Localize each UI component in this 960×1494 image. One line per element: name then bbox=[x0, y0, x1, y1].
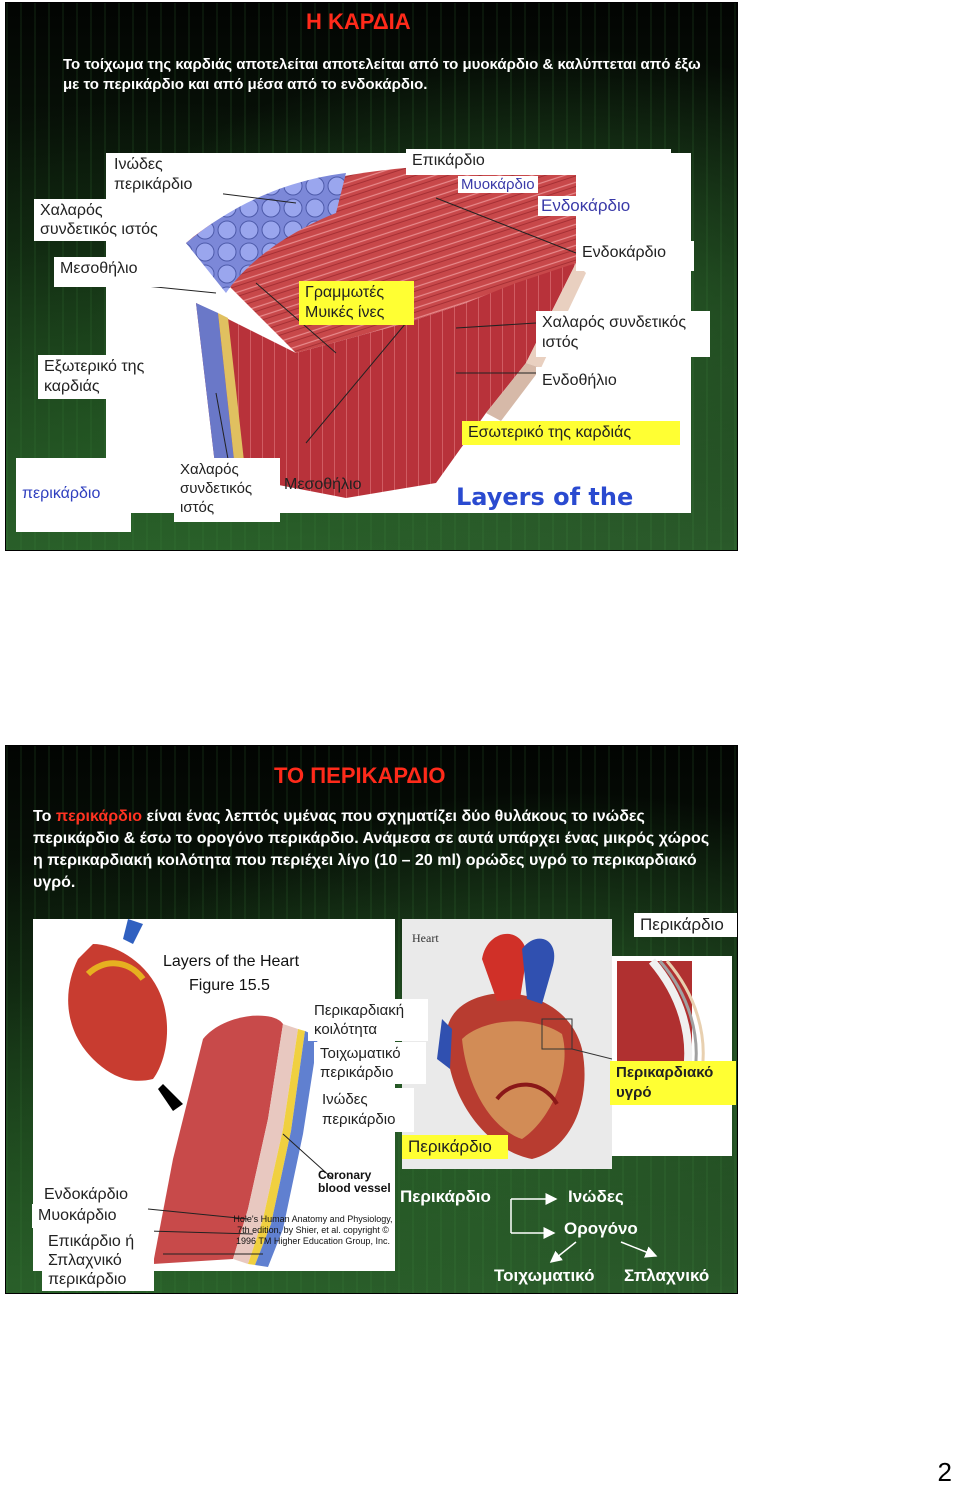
slide-pericardium: ΤΟ ΠΕΡΙΚΑΡΔΙΟ Το περικάρδιο είναι ένας λ… bbox=[5, 745, 738, 1294]
label-inodes: Ινώδες περικάρδιο bbox=[316, 1088, 414, 1132]
tree-inodes: Ινώδες bbox=[568, 1187, 624, 1206]
heart-figure: Heart bbox=[402, 919, 612, 1169]
label-endokardio: Ενδοκάρδιο bbox=[38, 1183, 143, 1207]
layers-figure-drawing bbox=[68, 919, 334, 1267]
pericardium-zoom-drawing bbox=[617, 958, 705, 1072]
tree-toichomatiko: Τοιχωματικό bbox=[494, 1266, 595, 1285]
heart-figure-drawing bbox=[437, 933, 612, 1159]
label-perikardiako-ygro: Περικαρδιακό υγρό bbox=[610, 1061, 736, 1105]
tree-root: Περικάρδιο bbox=[400, 1187, 491, 1206]
slide2-paragraph: Το περικάρδιο είναι ένας λεπτός υμένας π… bbox=[33, 806, 723, 894]
label-myokardio: Μυοκάρδιο bbox=[458, 176, 538, 193]
label-epikardio: Επικάρδιο bbox=[406, 149, 671, 175]
label-chalaros-bottom: Χαλαρός συνδετικός ιστός bbox=[174, 458, 280, 522]
label-inodes-pericardio: Ινώδες περικάρδιο bbox=[108, 153, 223, 197]
tree-splachniko: Σπλαχνικό bbox=[624, 1266, 710, 1285]
illustration-caption: Layers of the Heart bbox=[456, 483, 634, 513]
label-esoteriko: Εσωτερικό της καρδιάς bbox=[462, 421, 680, 445]
label-pericardio-top: Περικάρδιο bbox=[634, 913, 737, 937]
tree-orogono: Ορογόνο bbox=[564, 1219, 638, 1238]
figure-caption-line1: Layers of the Heart bbox=[163, 953, 300, 970]
label-pericardio-mid: Περικάρδιο bbox=[402, 1135, 508, 1159]
label-grammotes: Γραμμωτές Μυικές ίνες bbox=[299, 281, 414, 325]
label-mesothilio-1: Μεσοθήλιο bbox=[54, 257, 174, 287]
label-endokardio-top: Ενδοκάρδιο bbox=[538, 196, 634, 216]
slide1-title: Η ΚΑΡΔΙΑ bbox=[306, 9, 411, 34]
slide2-title: ΤΟ ΠΕΡΙΚΑΡΔΙΟ bbox=[274, 763, 446, 788]
label-endothilio: Ενδοθήλιο bbox=[536, 367, 641, 415]
label-toichomatiko: Τοιχωματικό περικάρδιο bbox=[314, 1042, 426, 1084]
label-perikardio: περικάρδιο bbox=[16, 458, 131, 532]
label-epikardio: Επικάρδιο ή Σπλαχνικό περικάρδιο bbox=[42, 1230, 154, 1291]
label-mesothilio-bottom: Μεσοθήλιο bbox=[284, 476, 362, 493]
label-exoteriko: Εξωτερικό της καρδιάς bbox=[38, 355, 173, 399]
figure-coronary: Coronary blood vessel bbox=[318, 1168, 391, 1195]
slide1-intro: Το τοίχωμα της καρδιάς αποτελείται αποτε… bbox=[63, 56, 701, 93]
para-prefix: Το bbox=[33, 808, 56, 825]
pericardium-zoom bbox=[612, 956, 732, 1156]
layers-figure: Layers of the Heart Figure 15.5 Coronary… bbox=[33, 919, 395, 1271]
para-rest: είναι ένας λεπτός υμένας που σχηματίζει … bbox=[33, 808, 710, 891]
heart-wall-drawing bbox=[115, 163, 586, 504]
label-endokardio-right: Ενδοκάρδιο bbox=[576, 241, 694, 271]
label-perikardiaki-koilotita: Περικαρδιακή κοιλότητα bbox=[308, 999, 428, 1041]
figure-credit: Hole's Human Anatomy and Physiology, 7th… bbox=[233, 1214, 393, 1246]
heart-word: Heart bbox=[412, 931, 439, 945]
page-number: 2 bbox=[937, 1457, 952, 1487]
label-chalaros-1: Χαλαρός συνδετικός ιστός bbox=[34, 199, 184, 241]
para-highlight: περικάρδιο bbox=[55, 808, 143, 825]
slide-heart: Η ΚΑΡΔΙΑ Το τοίχωμα της καρδιάς αποτελεί… bbox=[5, 2, 738, 551]
figure-caption-line2: Figure 15.5 bbox=[189, 977, 270, 994]
label-chalaros-right: Χαλαρός συνδετικός ιστός bbox=[536, 311, 710, 357]
label-myokardio: Μυοκάρδιο bbox=[32, 1204, 136, 1228]
